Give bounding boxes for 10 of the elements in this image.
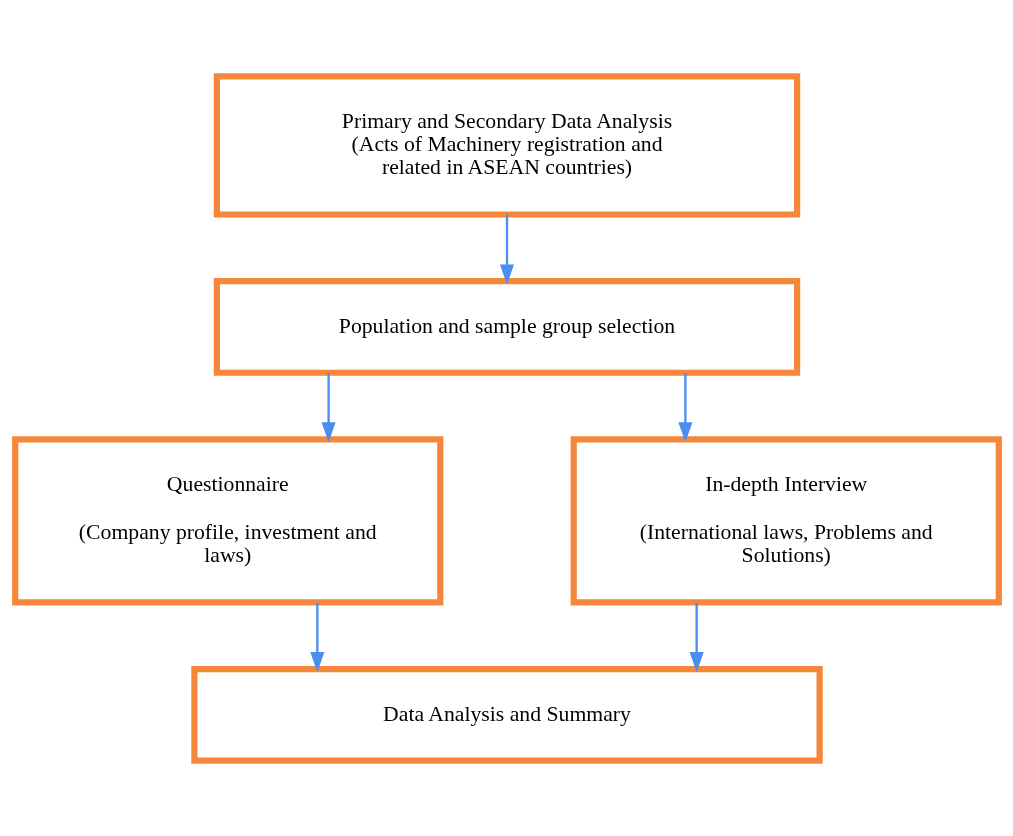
arrow — [689, 602, 704, 672]
node-box: In-depth Interview (International laws, Problems and Solutions) — [570, 435, 1002, 605]
arrow — [321, 372, 336, 442]
node-box: Questionnaire (Company profile, investment and laws) — [11, 435, 443, 605]
arrow — [499, 214, 514, 285]
node-box: Primary and Secondary Data Analysis (Acts of Machinery registration and related in ASEAN countries) — [213, 72, 800, 218]
arrow — [309, 602, 324, 672]
node-box: Data Analysis and Summary — [190, 665, 823, 764]
node-box: Population and sample group selection — [213, 277, 800, 376]
arrow — [677, 372, 692, 442]
